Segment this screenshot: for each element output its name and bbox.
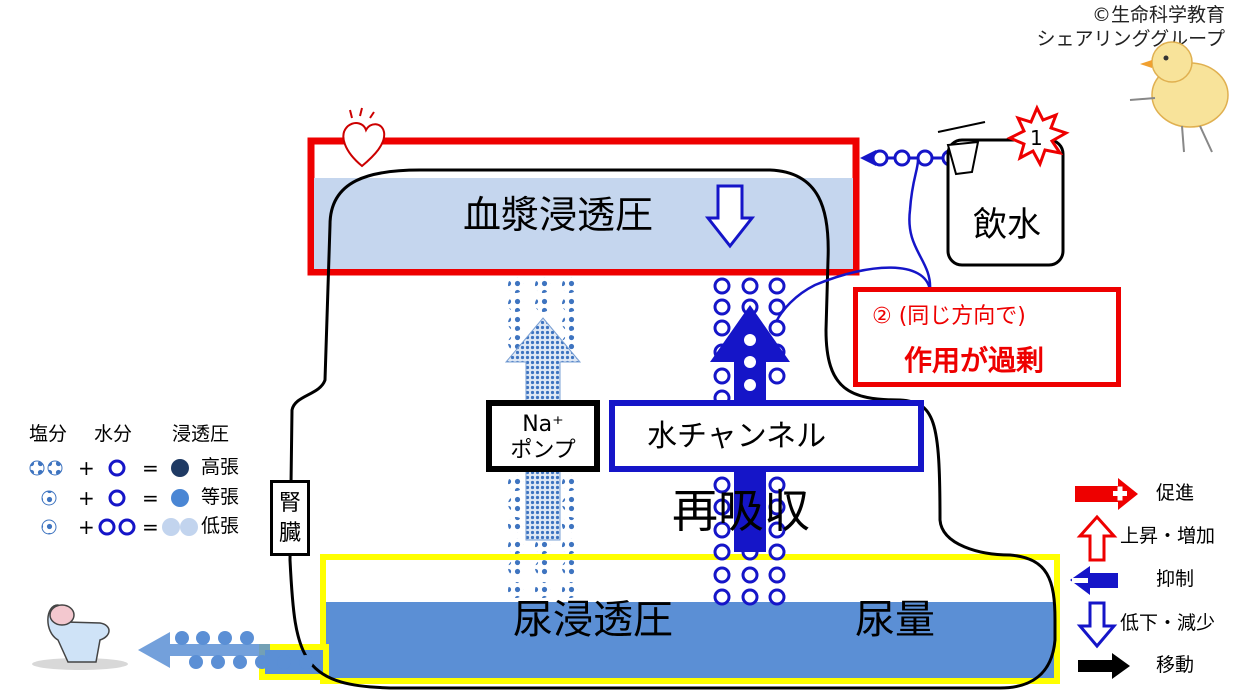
key-header-water: 水分 <box>94 423 133 445</box>
key-row-low-equals: = <box>142 515 159 539</box>
key-row-high-equals: = <box>142 456 159 480</box>
drinking-water-box <box>946 138 1065 267</box>
water-channel-label: 水チャンネル <box>647 419 827 454</box>
urine-outflow-arrow <box>138 632 270 668</box>
step-1-label: 1 <box>1030 126 1043 150</box>
plasma-down-arrow <box>704 184 756 249</box>
urine-outflow-pipe <box>259 644 329 680</box>
key-row-low <box>41 518 198 536</box>
water-channel-box: 水チャンネル <box>609 400 924 472</box>
na-pump-line-1: Na⁺ <box>522 412 564 437</box>
blood-plasma-fill <box>314 178 853 269</box>
credit-line-1: ©生命科学教育 <box>1091 4 1225 26</box>
key-row-iso-plus: + <box>78 486 95 510</box>
glass-rim-icon <box>937 121 986 133</box>
kidney-label-box: 腎臓 <box>270 480 310 556</box>
key-header-osmotic: 浸透圧 <box>172 423 230 445</box>
na-pump-box: Na⁺ ポンプ <box>486 400 600 472</box>
key-row-low-plus: + <box>78 515 95 539</box>
drinking-water-label: 飲水 <box>973 205 1041 245</box>
heart-icon <box>342 107 386 168</box>
red-up-arrow-icon <box>1076 514 1118 562</box>
key-row-high <box>29 459 189 477</box>
plasma-osmotic-pressure-label: 血漿浸透圧 <box>463 193 654 237</box>
key-row-iso-label: 等張 <box>201 486 240 508</box>
key-row-high-plus: + <box>78 456 95 480</box>
key-row-iso <box>41 489 189 507</box>
glass-icon <box>946 140 980 176</box>
urine-fill <box>326 602 1054 678</box>
key-row-iso-equals: = <box>142 486 159 510</box>
reabsorption-label: 再吸収 <box>672 484 810 538</box>
key-decrease-label: 低下・減少 <box>1120 612 1216 634</box>
blue-minus-arrow-icon <box>1070 566 1118 595</box>
key-inhibit-label: 抑制 <box>1156 568 1195 590</box>
note-leader-line-2 <box>774 266 932 323</box>
urine-outflow-particles <box>175 631 313 669</box>
kidney-label: 腎臓 <box>279 491 302 546</box>
key-row-low-label: 低張 <box>201 515 240 537</box>
key-move-label: 移動 <box>1156 654 1195 676</box>
note-line-1: ② (同じ方向で) <box>872 304 1026 329</box>
urine-osmotic-pressure-label: 尿浸透圧 <box>513 597 673 643</box>
red-plus-arrow-icon <box>1075 478 1138 510</box>
key-increase-label: 上昇・増加 <box>1120 525 1216 547</box>
urine-volume-label: 尿量 <box>855 597 935 643</box>
black-arrow-icon <box>1078 653 1130 679</box>
key-row-high-label: 高張 <box>201 456 240 478</box>
starburst-icon <box>1006 104 1070 168</box>
toilet-icon <box>32 604 128 670</box>
excess-action-note-box: ② (同じ方向で) 作用が過剰 <box>853 287 1121 387</box>
na-pump-line-2: ポンプ <box>510 438 576 463</box>
note-leader-line <box>908 159 932 291</box>
key-promote-label: 促進 <box>1156 482 1195 504</box>
key-header-salt: 塩分 <box>29 423 68 445</box>
chick-icon <box>1129 41 1229 153</box>
blue-down-arrow-icon <box>1076 601 1118 649</box>
note-line-2: 作用が過剰 <box>904 344 1045 377</box>
